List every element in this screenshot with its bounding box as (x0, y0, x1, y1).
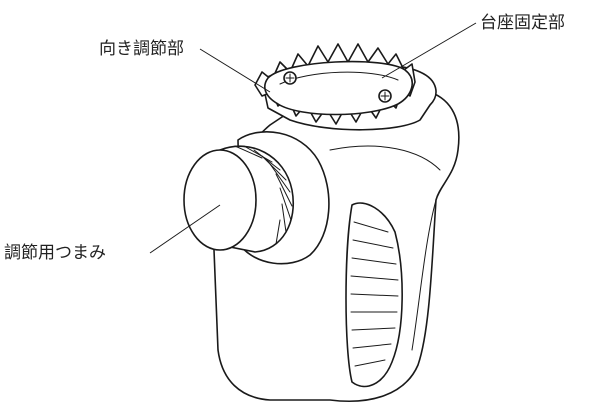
label-direction-adjust: 向き調節部 (99, 39, 184, 59)
adjust-knob (183, 145, 294, 253)
leader-pedestal-fixing (381, 22, 477, 79)
leader-direction-adjust (199, 48, 271, 93)
screw-left (283, 71, 297, 85)
label-pedestal-fixing: 台座固定部 (480, 13, 565, 33)
screw-right (378, 89, 392, 103)
pedestal-fixing-plate (264, 60, 413, 116)
label-adjust-knob: 調節用つまみ (4, 243, 106, 263)
leader-adjust-knob (149, 204, 221, 254)
side-grip (345, 202, 403, 388)
